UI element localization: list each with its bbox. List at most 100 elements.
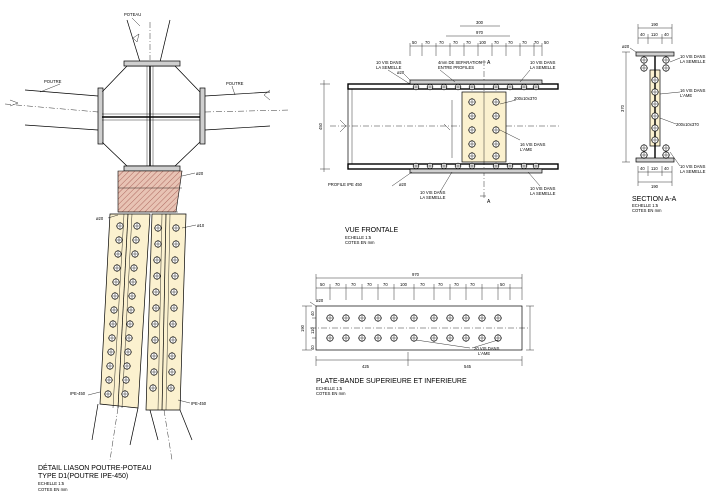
pb-dim: 50 (500, 282, 505, 287)
pb-scale: ECHELLE 1:5 (316, 386, 343, 391)
pb-dim-425: 425 (362, 364, 370, 369)
vf-flange-plate-top (409, 79, 543, 85)
tag-gusset: ø20 (196, 171, 204, 176)
vf-note-vis-right: 10 VIS DANS (530, 60, 556, 65)
vf-dim: 70 (534, 40, 539, 45)
pb-dim: 100 (400, 282, 408, 287)
poutre-right (204, 89, 291, 131)
aa-note2: 16 VIS DANS (680, 88, 706, 93)
detail-type: TYPE D1(POUTRE IPE-450) (38, 473, 128, 480)
pb-note: 20 VIS DANS (474, 346, 500, 351)
plate-bande: 970 50 70 70 70 70 100 70 70 70 70 50 19… (300, 272, 534, 396)
vf-flange-plate-bottom (409, 168, 543, 174)
tag-right: ø10 (197, 223, 205, 228)
pb-note2: L'AME (478, 351, 490, 356)
detail-units: COTES EN mm (38, 487, 68, 492)
vf-note-vis-ame: 16 VIS DANS (520, 142, 546, 147)
vf-leaders (387, 69, 541, 193)
aa-top-dim: 40 (664, 32, 669, 37)
label-poteau: POTEAU (124, 12, 141, 17)
vf-title: VUE FRONTALE (345, 227, 398, 234)
pb-dim-545: 545 (464, 364, 472, 369)
aa-side-dim: 370 (620, 104, 625, 112)
vf-tag-a: ø20 (397, 70, 405, 75)
vf-dim: 50 (412, 40, 417, 45)
vf-note-plate: 200x10x370 (514, 96, 537, 101)
aa-flange-bottom (635, 157, 675, 163)
poteau-column (126, 19, 171, 63)
vf-scale: ECHELLE 1:5 (345, 235, 372, 240)
vf-note-vis-right2: LA SEMELLE (530, 65, 556, 70)
pb-dim: 50 (320, 282, 325, 287)
detail-scale: ECHELLE 1:5 (38, 481, 65, 486)
aa-scale: ECHELLE 1:5 (632, 203, 659, 208)
pb-side-total: 190 (300, 324, 305, 332)
aa-note1: 10 VIS DANS (680, 54, 706, 59)
aa-note3: 200x10x370 (676, 122, 699, 127)
vf-dim-chain (409, 25, 543, 56)
pb-title: PLATE-BANDE SUPERIEURE ET INFERIEURE (316, 378, 467, 385)
pb-dim-970: 970 (412, 272, 420, 277)
pb-dim: 70 (351, 282, 356, 287)
vf-dim: 100 (479, 40, 487, 45)
vf-section-mark-bottom: A (487, 199, 491, 205)
aa-bottom-dim: 110 (651, 166, 658, 171)
vf-dim: 70 (522, 40, 527, 45)
aa-tag: ø20 (622, 44, 630, 49)
detail-leaders (39, 17, 236, 404)
vue-frontale: 300 970 50 70 70 70 70 100 70 70 70 70 5… (318, 20, 560, 245)
aa-note1b: LA SEMELLE (680, 59, 706, 64)
gusset-hatched (117, 170, 183, 213)
aa-note4: 10 VIS DANS (680, 164, 706, 169)
aa-note4b: LA SEMELLE (680, 169, 706, 174)
pb-left-dim: 110 (310, 327, 315, 334)
detail-title: DÉTAIL LIASON POUTRE-POTEAU (38, 463, 152, 472)
label-ipe-left: IPE-450 (70, 391, 86, 396)
poutre-left (4, 89, 99, 131)
label-ipe-right: IPE-450 (191, 401, 207, 406)
aa-bottom-dim: 40 (664, 166, 669, 171)
vf-note-bottom-left2: LA SEMELLE (420, 195, 446, 200)
vf-dim-970: 970 (476, 30, 484, 35)
pb-left-dim: 40 (310, 345, 315, 350)
vf-dim: 70 (425, 40, 430, 45)
aa-flange-top (635, 51, 675, 57)
vf-dim: 70 (494, 40, 499, 45)
vf-tag-b: ø20 (399, 182, 407, 187)
pb-units: COTES EN mm (316, 391, 346, 396)
vf-dim: 70 (508, 40, 513, 45)
pb-dim: 70 (438, 282, 443, 287)
aa-note2b: L'AME (680, 93, 692, 98)
ipe-brace-left (91, 213, 151, 461)
vf-note-bottom-right2: LA SEMELLE (530, 191, 556, 196)
aa-top-total: 190 (651, 22, 659, 27)
vf-note-vis-ame2: L'AME (520, 147, 532, 152)
pb-dim: 70 (420, 282, 425, 287)
vf-note-sep2: ENTRE PROFILES (438, 65, 474, 70)
vf-dim: 70 (439, 40, 444, 45)
octagon-node (97, 60, 206, 172)
aa-top-dim: 110 (651, 32, 658, 37)
vf-section-mark-top: A (487, 60, 491, 66)
vf-note-sep: 4mm DE SEPARATION (438, 60, 482, 65)
pb-dim: 70 (367, 282, 372, 287)
pb-dim: 70 (383, 282, 388, 287)
pb-tag: ø20 (316, 298, 324, 303)
vf-dim: 50 (544, 40, 549, 45)
label-poutre-right: POUTRE (226, 81, 244, 86)
vf-dim-450: 450 (318, 122, 323, 130)
vf-note-bottom-left: 10 VIS DANS (420, 190, 446, 195)
aa-top-dim: 40 (640, 32, 645, 37)
vf-dim-300: 300 (476, 20, 484, 25)
pb-dim: 70 (454, 282, 459, 287)
pb-dim: 70 (335, 282, 340, 287)
section-aa: 190 40 110 40 370 ø20 10 VIS DANS LA SEM (620, 22, 706, 213)
vf-note-bottom-right: 10 VIS DANS (530, 186, 556, 191)
label-poutre-left: POUTRE (44, 79, 62, 84)
aa-leaders (629, 47, 681, 167)
vf-note-profile: PROFILE IPE 450 (328, 182, 363, 187)
aa-bottom-dim: 40 (640, 166, 645, 171)
aa-units: COTES EN mm (632, 208, 662, 213)
detail-liaison: POTEAU POUTRE POUTRE ø20 ø20 ø10 IPE-450… (4, 12, 291, 492)
